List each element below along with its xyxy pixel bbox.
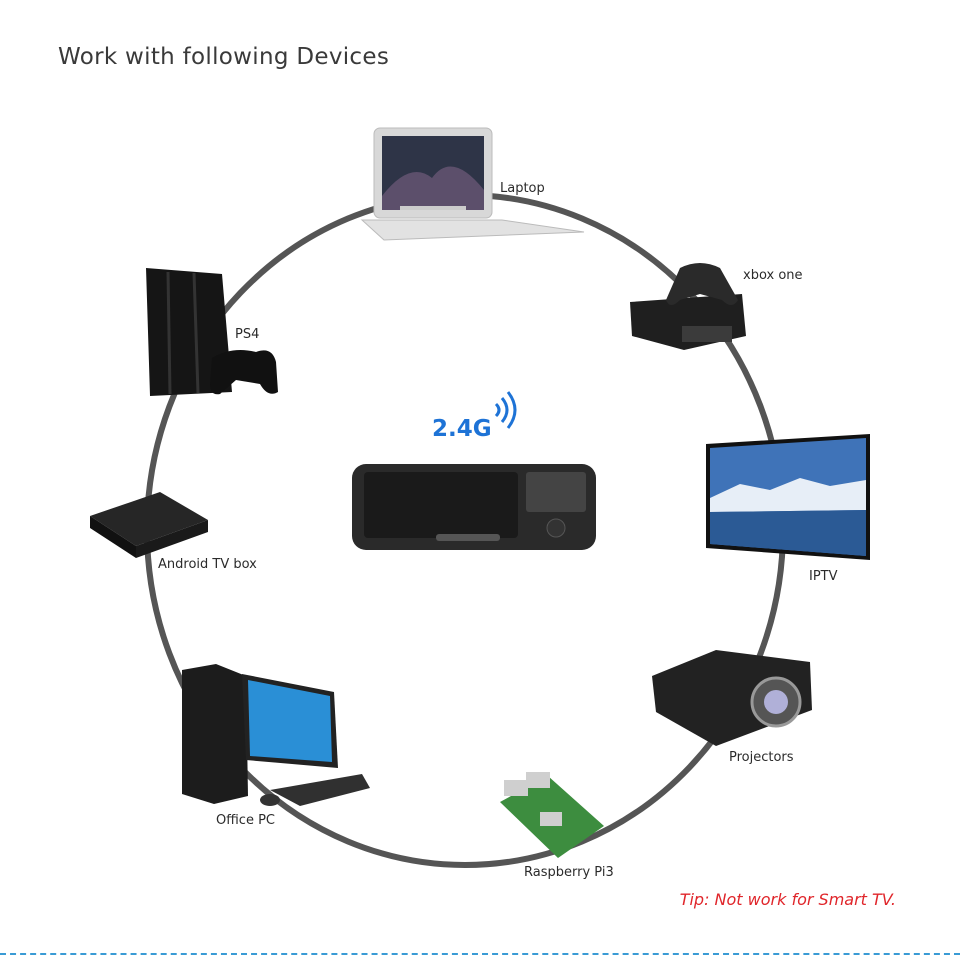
projector-image — [652, 650, 812, 746]
bottom-divider — [0, 953, 960, 955]
keyboard-image — [352, 464, 596, 550]
iptv-image — [706, 434, 870, 560]
ps4-label: PS4 — [235, 327, 260, 342]
office-pc-image — [182, 664, 370, 806]
iptv-label: IPTV — [809, 569, 838, 584]
xbox-label: xbox one — [743, 268, 803, 283]
android-box-image — [90, 492, 208, 558]
wireless-frequency-label: 2.4G — [432, 416, 492, 442]
ps4-image — [146, 268, 278, 396]
android-tv-box-label: Android TV box — [158, 557, 257, 572]
office-pc-label: Office PC — [216, 813, 275, 828]
laptop-label: Laptop — [500, 181, 545, 196]
laptop-image — [360, 127, 585, 241]
smart-tv-tip: Tip: Not work for Smart TV. — [679, 890, 896, 909]
raspberry-pi-label: Raspberry Pi3 — [524, 865, 614, 880]
page-title: Work with following Devices — [58, 44, 390, 70]
raspberry-pi-image — [500, 772, 604, 858]
projectors-label: Projectors — [729, 750, 794, 765]
wifi-icon — [494, 391, 517, 429]
xbox-image — [630, 263, 746, 350]
